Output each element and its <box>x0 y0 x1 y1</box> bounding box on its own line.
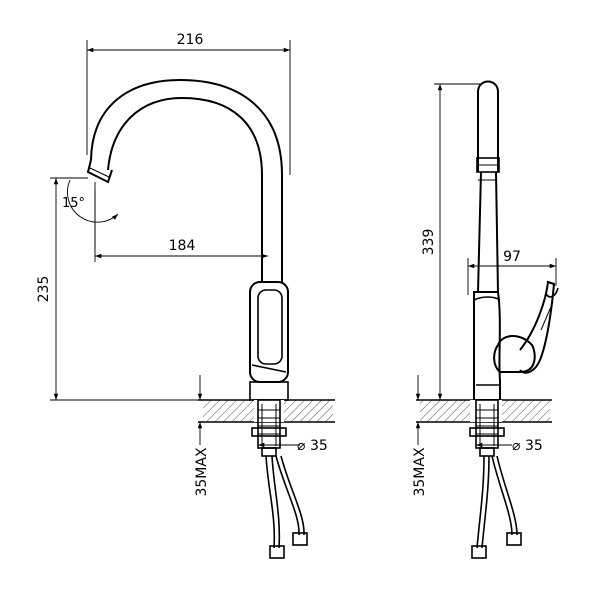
dia-symbol-right: ⌀ <box>512 438 521 454</box>
label-184: 184 <box>169 238 196 254</box>
side-spout-top <box>477 80 499 172</box>
side-hose-fitting-right <box>506 532 522 546</box>
front-view: 216 184 15° 235 35MAX ⌀ 35 <box>36 32 335 559</box>
spout-outer <box>90 78 283 282</box>
label-35max-right: 35MAX <box>412 447 428 496</box>
label-97: 97 <box>503 249 521 265</box>
hose-left-2 <box>271 455 281 549</box>
hose-right-2 <box>280 455 305 536</box>
dia-symbol-left: ⌀ <box>297 438 306 454</box>
hose-right <box>275 455 300 536</box>
label-dia-right: 35 <box>525 438 543 454</box>
mount-nut <box>251 427 287 437</box>
side-view: 339 97 35MAX ⌀ 35 <box>412 80 559 559</box>
hose-fitting-right <box>292 532 308 546</box>
side-handle-hub <box>493 335 536 373</box>
handle-face <box>257 289 283 365</box>
side-hose-left <box>476 455 485 549</box>
aerator <box>86 159 113 184</box>
label-dia-left: 35 <box>310 438 328 454</box>
label-15: 15° <box>62 196 85 211</box>
label-339: 339 <box>421 229 437 256</box>
label-235: 235 <box>36 276 52 303</box>
side-hose-fitting-left <box>471 545 487 559</box>
side-lever-tip <box>545 287 559 298</box>
side-hose-right-2 <box>496 455 518 536</box>
side-lever <box>519 280 556 374</box>
side-lever-inner <box>540 301 554 331</box>
label-35max-left: 35MAX <box>194 447 210 496</box>
hose-fitting-left <box>269 545 285 559</box>
spout-inner <box>107 96 263 282</box>
hose-connector <box>261 447 277 457</box>
aerator-line <box>89 167 110 178</box>
side-spout-back <box>495 171 499 293</box>
body-line <box>251 364 287 373</box>
side-hose-right <box>491 455 513 536</box>
side-shank-thread <box>476 404 498 446</box>
side-body-top <box>473 296 501 301</box>
angle-arc <box>66 179 119 223</box>
side-body <box>473 291 501 401</box>
label-216: 216 <box>177 32 204 48</box>
side-mount-nut <box>469 427 505 437</box>
shank-thread <box>258 404 280 446</box>
side-hose-connector <box>479 447 495 457</box>
side-hose-left-2 <box>481 455 490 549</box>
side-spout-front <box>477 171 482 293</box>
hose-left <box>265 455 276 549</box>
base-ring <box>249 381 289 401</box>
